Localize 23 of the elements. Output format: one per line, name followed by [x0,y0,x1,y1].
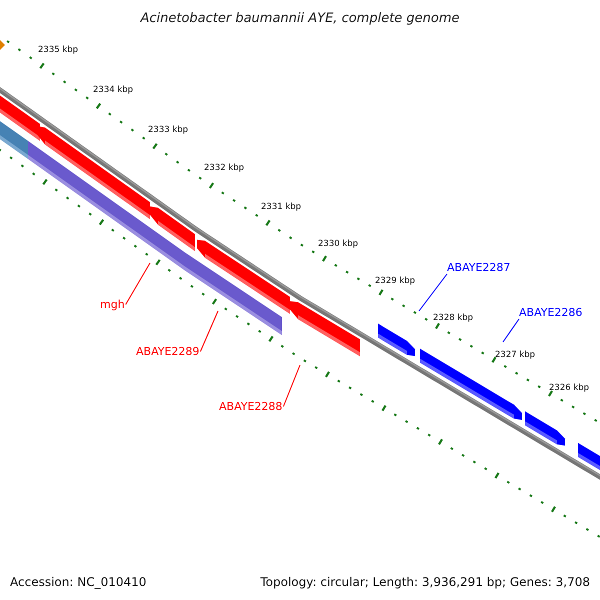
leader-line [282,364,300,407]
leader-line [418,274,448,312]
leader-line [125,262,150,305]
gene-label: ABAYE2286 [519,307,582,318]
scale-label: 2326 kbp [549,384,590,392]
genome-stats-text: Topology: circular; Length: 3,936,291 bp; Genes: 3,708 [260,576,590,588]
gene-label: ABAYE2289 [136,346,200,357]
scale-label: 2328 kbp [433,314,474,322]
leader-line [200,310,218,352]
scale-label: 2333 kbp [148,126,188,134]
scale-label: 2332 kbp [204,164,244,172]
gene-label: mgh [100,299,125,310]
scale-label: 2331 kbp [261,203,302,212]
gene-label: ABAYE2288 [219,401,282,412]
accession-text: Accession: NC_010410 [10,576,146,588]
scale-label: 2335 kbp [38,46,78,54]
scale-label: 2334 kbp [93,86,134,94]
gene-label: ABAYE2287 [447,262,510,273]
scale-label: 2330 kbp [318,240,358,248]
title: Acinetobacter baumannii AYE, complete genome [139,12,461,25]
scale-label: 2329 kbp [375,277,416,286]
scale-label: 2327 kbp [495,351,536,360]
leader-line [502,318,520,342]
